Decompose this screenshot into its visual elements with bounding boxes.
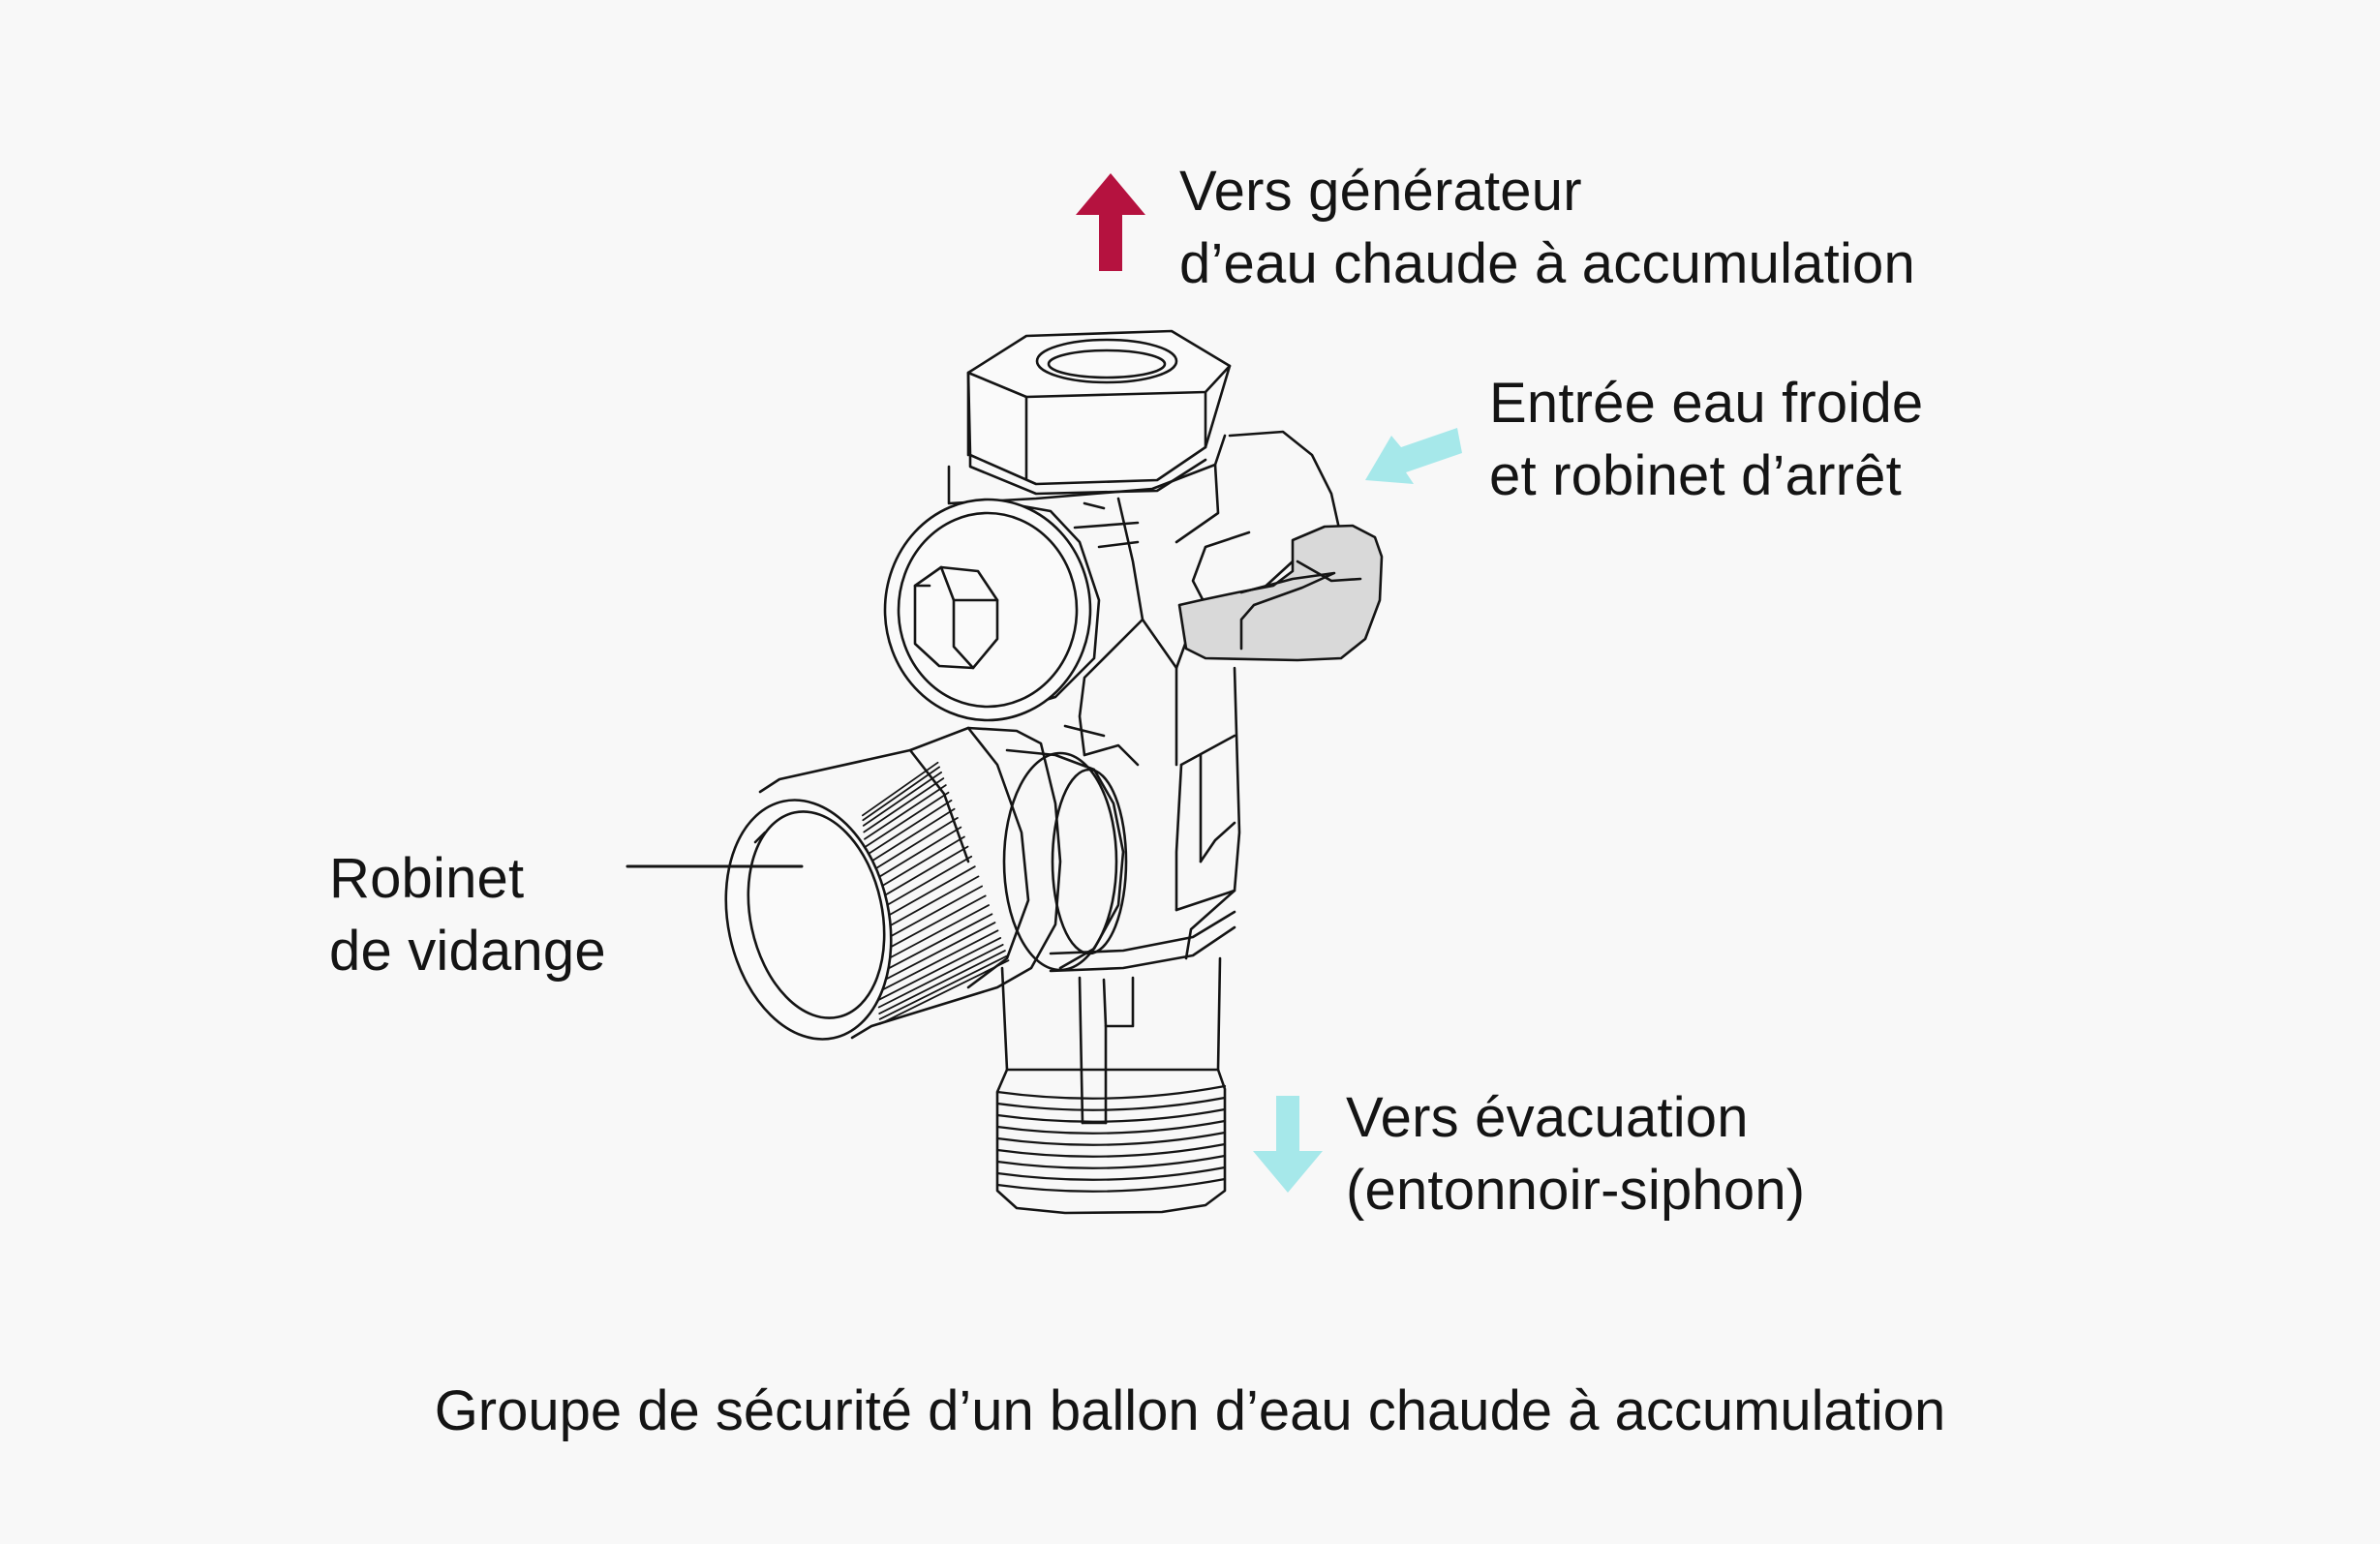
diagram-caption: Groupe de sécurité d’un ballon d’eau cha… [434, 1379, 1946, 1442]
arrow-down-icon [1253, 1096, 1323, 1193]
cold-water-inlet-label: Entrée eau froide et robinet d’arrêt [1489, 367, 1923, 512]
arrow-up-icon [1076, 173, 1145, 271]
cold-water-inlet-label-line2: et robinet d’arrêt [1489, 444, 1902, 507]
top-hex-nut [966, 329, 1232, 496]
cold-water-lever [1177, 430, 1384, 662]
evacuation-label: Vers évacuation (entonnoir-siphon) [1346, 1081, 1805, 1226]
drain-valve-label: Robinet de vidange [329, 842, 606, 987]
hot-water-outlet-label-line2: d’eau chaude à accumulation [1179, 232, 1915, 295]
arrow-down-left-icon [1365, 428, 1462, 484]
cold-water-inlet-label-line1: Entrée eau froide [1489, 372, 1924, 435]
hot-water-outlet-label: Vers générateur d’eau chaude à accumulat… [1179, 155, 1915, 300]
hot-water-outlet-label-line1: Vers générateur [1179, 160, 1582, 223]
drain-valve-label-line2: de vidange [329, 920, 606, 983]
evacuation-label-line2: (entonnoir-siphon) [1346, 1159, 1806, 1222]
drain-valve-knob [724, 726, 1128, 1041]
valve-body [947, 434, 1241, 973]
side-plug [883, 498, 1101, 722]
evacuation-label-line1: Vers évacuation [1346, 1086, 1749, 1149]
bottom-threaded-outlet [995, 956, 1227, 1215]
drain-valve-label-line1: Robinet [329, 847, 525, 910]
